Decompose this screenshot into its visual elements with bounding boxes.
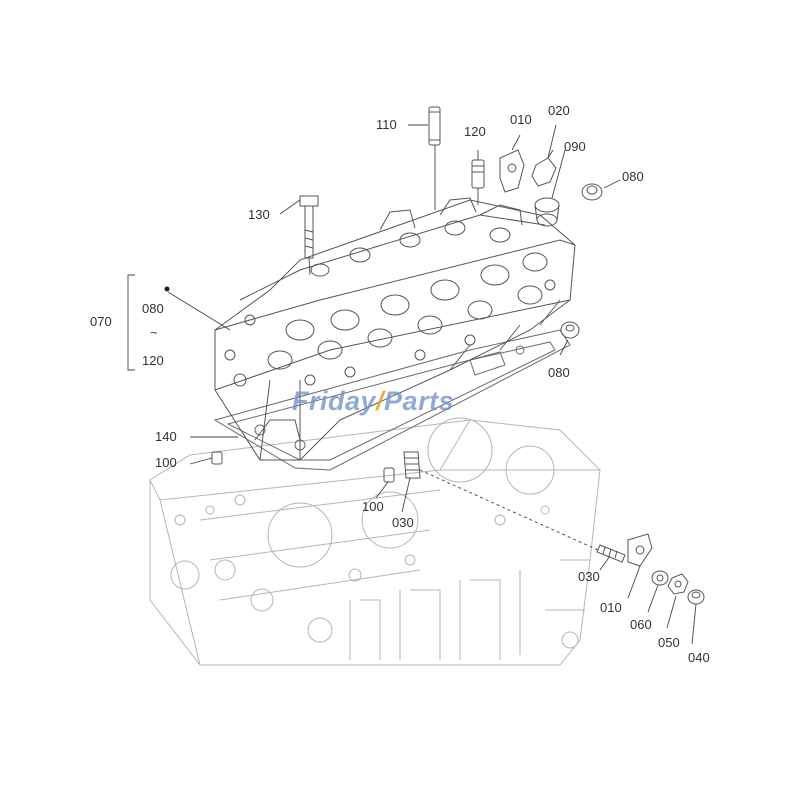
callout-030-mid: 030 [392, 515, 414, 530]
part-040-cap-nut [687, 589, 705, 605]
watermark-logo: Friday/Parts [292, 386, 454, 417]
callout-040: 040 [688, 650, 710, 665]
callout-090: 090 [564, 139, 586, 154]
callout-140: 140 [155, 429, 177, 444]
callout-080-bracket: 080 [142, 301, 164, 316]
part-100-dowel-mid [383, 467, 395, 483]
callout-130: 130 [248, 207, 270, 222]
callout-030-right: 030 [578, 569, 600, 584]
part-020-fitting [531, 149, 557, 187]
part-080-cap-right [560, 321, 580, 339]
callout-060: 060 [630, 617, 652, 632]
watermark-word-1: Friday [292, 386, 377, 416]
callout-050: 050 [658, 635, 680, 650]
callout-020: 020 [548, 103, 570, 118]
callout-100-left: 100 [155, 455, 177, 470]
watermark-slash: / [376, 386, 385, 416]
part-090-ring [534, 197, 560, 227]
callout-tilde: ~ [150, 325, 158, 340]
callout-070: 070 [90, 314, 112, 329]
part-010-plate [499, 149, 525, 193]
callout-010-top: 010 [510, 112, 532, 127]
callout-110: 110 [376, 117, 397, 132]
callout-120-top: 120 [464, 124, 486, 139]
part-130-bolt [299, 195, 319, 259]
callout-080-top: 080 [622, 169, 644, 184]
part-080-cap-top [581, 183, 603, 201]
leader-lines [127, 124, 697, 645]
part-110-pin [428, 106, 441, 146]
engine-block [149, 417, 601, 666]
cylinder-head [214, 197, 576, 461]
part-030-stud-right [596, 544, 626, 563]
part-100-dowel-left [211, 451, 223, 465]
watermark-word-2: Parts [384, 386, 455, 416]
part-030-stud-mid [403, 451, 421, 479]
part-050-nut [667, 573, 689, 595]
part-010-plate-bottom [627, 533, 653, 567]
part-120-stud [471, 159, 485, 189]
part-060-washer [651, 570, 669, 586]
callout-010-bottom: 010 [600, 600, 622, 615]
callout-100-mid: 100 [362, 499, 384, 514]
callout-120-bracket: 120 [142, 353, 164, 368]
callout-080-right: 080 [548, 365, 570, 380]
